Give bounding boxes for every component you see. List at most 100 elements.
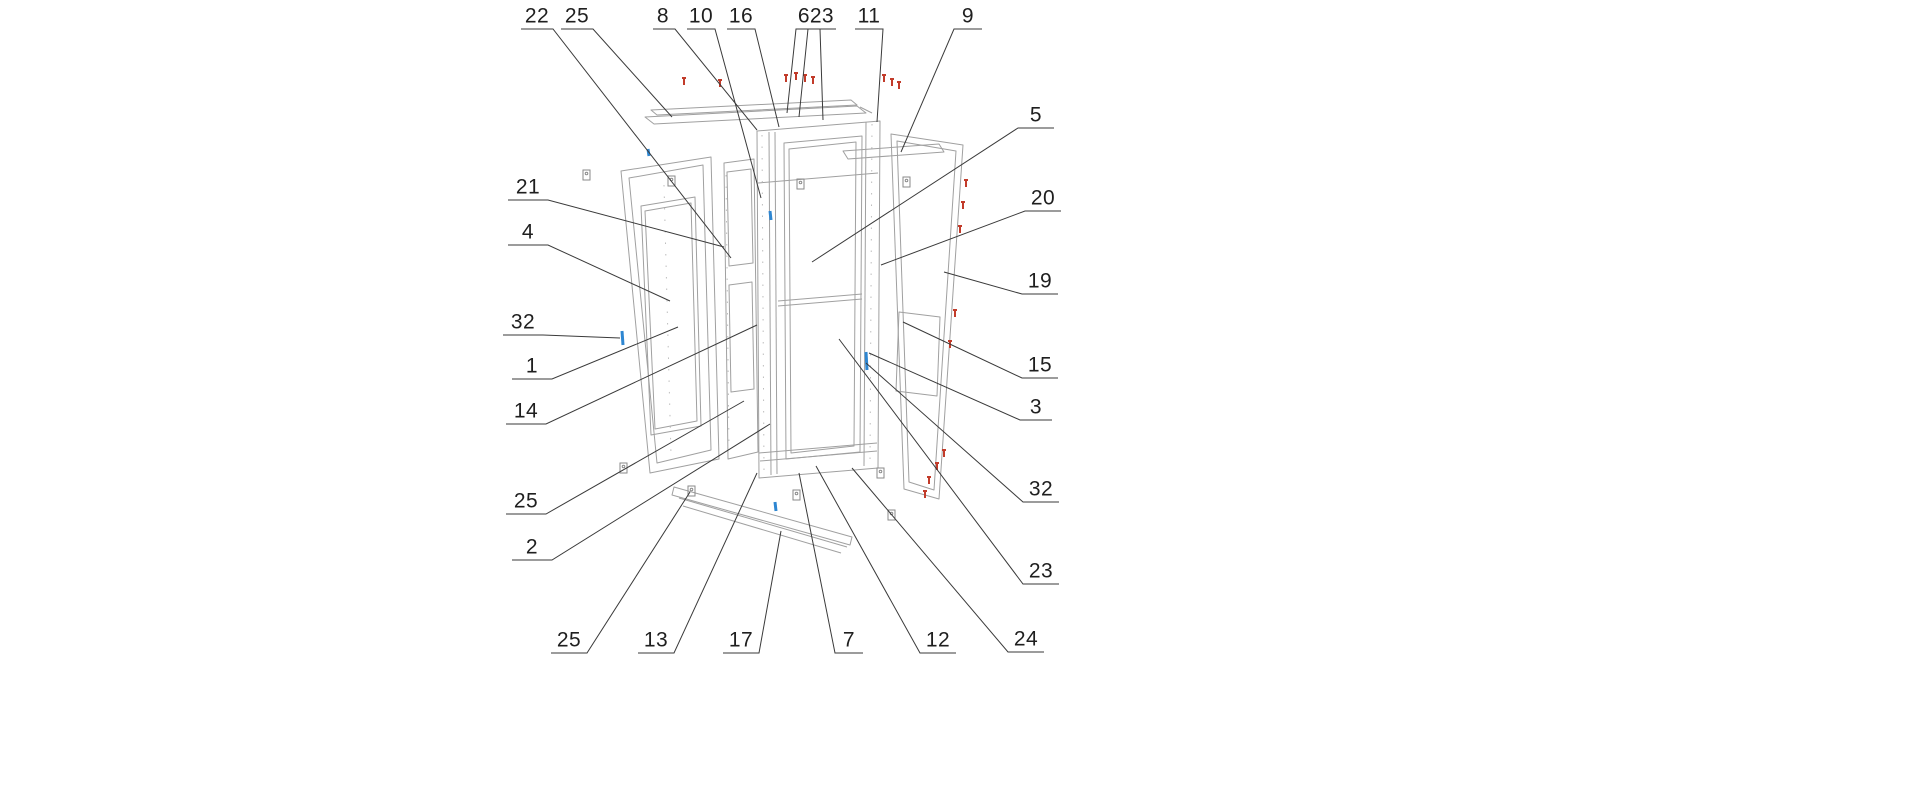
blue-fitting-mark — [773, 501, 778, 512]
hinge-bracket-icon — [582, 169, 591, 181]
leader-line-25 — [506, 400, 745, 515]
hinge-bracket-icon — [796, 178, 805, 190]
screw-fastener-mark — [718, 79, 722, 87]
plinth-strip-low — [683, 506, 841, 553]
carcass-divider-2 — [775, 132, 777, 474]
centre-stile — [724, 159, 758, 459]
callout-label-10: 10 — [688, 4, 714, 28]
shelf-bottom-edge — [778, 299, 862, 306]
leader-line-32 — [503, 334, 621, 339]
callout-label-19: 19 — [1027, 269, 1053, 293]
callout-label-23: 23 — [1028, 559, 1054, 583]
leader-line-8 — [653, 28, 758, 131]
screw-fastener-mark — [890, 78, 894, 86]
callout-label-22: 22 — [524, 4, 550, 28]
leader-line-7 — [798, 472, 863, 654]
callout-label-16: 16 — [728, 4, 754, 28]
hinge-bracket-icon — [902, 176, 911, 188]
dot-line-door — [663, 184, 672, 456]
leader-line-9 — [900, 28, 982, 153]
leader-line-21 — [508, 199, 725, 248]
leader-line-6 — [786, 28, 812, 114]
callout-label-4: 4 — [521, 220, 535, 244]
screw-fastener-mark — [897, 81, 901, 89]
leader-line-16 — [727, 28, 780, 128]
screw-fastener-mark — [927, 476, 931, 484]
screw-fastener-mark — [961, 201, 965, 209]
callout-label-32: 32 — [510, 310, 536, 334]
centre-stile-recess-top — [727, 169, 753, 266]
plinth-strip-outer — [672, 487, 852, 545]
screw-fastener-mark — [964, 179, 968, 187]
callout-label-20: 20 — [1030, 186, 1056, 210]
callout-label-25: 25 — [564, 4, 590, 28]
plinth-strip-mid — [679, 498, 847, 547]
callout-label-5: 5 — [1029, 103, 1043, 127]
callout-label-12: 12 — [925, 628, 951, 652]
top-rail-edge — [860, 107, 872, 113]
callout-label-2: 2 — [525, 535, 539, 559]
bottom-rail-bottom — [760, 451, 877, 461]
leader-line-12 — [815, 465, 956, 654]
red-fasteners-layer — [682, 72, 968, 498]
leader-line-32 — [865, 362, 1059, 503]
leader-line-20 — [880, 210, 1061, 266]
callout-label-1: 1 — [525, 354, 539, 378]
right-panel-outer — [891, 134, 963, 499]
left-door-outer — [621, 157, 719, 473]
blue-fitting-mark — [768, 210, 773, 221]
screw-fastener-mark — [958, 225, 962, 233]
leader-line-10 — [687, 28, 762, 199]
bracket-fittings-layer — [582, 169, 911, 521]
leader-line-4 — [508, 244, 671, 302]
leader-line-11 — [855, 28, 884, 123]
callout-label-3: 3 — [1029, 395, 1043, 419]
screw-fastener-mark — [953, 309, 957, 317]
dot-line-carcass-right — [869, 123, 873, 464]
blue-fitting-mark — [864, 351, 869, 371]
leader-line-24 — [851, 467, 1044, 653]
callout-leader-lines — [503, 28, 1061, 654]
hinge-bracket-icon — [876, 467, 885, 479]
callout-label-6: 6 — [797, 4, 811, 28]
right-small-panel — [896, 312, 940, 396]
callout-label-3: 3 — [821, 4, 835, 28]
right-panel-inner — [897, 141, 956, 490]
callout-label-15: 15 — [1027, 353, 1053, 377]
hinge-bracket-icon — [687, 485, 696, 497]
leader-line-14 — [506, 324, 758, 425]
screw-fastener-mark — [811, 76, 815, 84]
screw-fastener-mark — [923, 490, 927, 498]
leader-line-3 — [868, 352, 1052, 421]
callout-label-32: 32 — [1028, 477, 1054, 501]
callout-label-11: 11 — [857, 4, 881, 28]
leader-line-22 — [521, 28, 732, 259]
callout-label-17: 17 — [728, 628, 754, 652]
leader-line-13 — [638, 472, 758, 654]
screw-fastener-mark — [784, 74, 788, 82]
screw-fastener-mark — [682, 77, 686, 85]
leader-line-25 — [561, 28, 673, 118]
callout-label-21: 21 — [515, 175, 541, 199]
callout-label-25: 25 — [556, 628, 582, 652]
top-rail-back — [651, 100, 857, 115]
leader-line-15 — [902, 321, 1058, 379]
blue-fitting-mark — [620, 330, 625, 346]
back-panel-inner — [789, 142, 856, 453]
leader-line-2 — [798, 28, 824, 118]
shelf-front-edge — [778, 294, 862, 301]
callout-label-25: 25 — [513, 489, 539, 513]
left-door-panel-inner — [645, 203, 697, 429]
centre-stile-recess-bottom — [729, 282, 754, 392]
screw-fastener-mark — [942, 449, 946, 457]
dot-line-carcass-left — [761, 134, 765, 473]
carcass-top-inner — [758, 173, 878, 183]
leader-line-23 — [838, 338, 1059, 585]
callout-label-7: 7 — [842, 628, 856, 652]
leader-line-19 — [943, 271, 1058, 295]
leader-line-1 — [512, 326, 679, 380]
top-rail-front — [645, 106, 866, 124]
leader-line-3 — [819, 28, 836, 121]
